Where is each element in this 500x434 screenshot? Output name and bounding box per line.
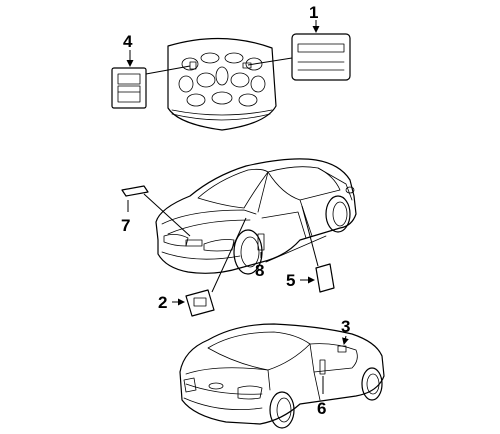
callout-5: 5 bbox=[286, 271, 295, 290]
callout-7: 7 bbox=[121, 216, 130, 235]
label-1-part bbox=[247, 20, 351, 81]
label-8-part bbox=[257, 233, 265, 258]
label-6-part bbox=[319, 359, 326, 394]
label-2-part bbox=[172, 217, 247, 317]
label-7-part bbox=[121, 185, 191, 237]
callout-1: 1 bbox=[309, 3, 318, 22]
callout-3: 3 bbox=[341, 317, 350, 336]
label-4-part bbox=[111, 50, 191, 109]
label-5-part bbox=[300, 205, 335, 293]
label-3-part bbox=[337, 335, 349, 353]
rear-car-illustration bbox=[179, 323, 385, 429]
front-car-illustration bbox=[155, 158, 357, 275]
callout-8: 8 bbox=[255, 261, 264, 280]
callout-2: 2 bbox=[158, 293, 167, 312]
hood-illustration bbox=[167, 37, 277, 131]
callout-4: 4 bbox=[123, 32, 133, 51]
callout-6: 6 bbox=[317, 399, 326, 418]
